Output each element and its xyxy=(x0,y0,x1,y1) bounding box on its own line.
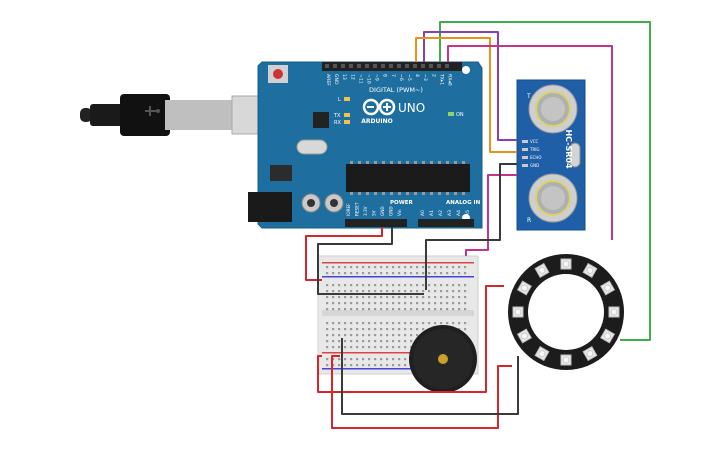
sensor-pin-trig: TRIG xyxy=(529,147,540,152)
analog-pin-label: A5 xyxy=(465,210,471,216)
power-pin-label: IOREF xyxy=(346,203,351,216)
digital-pin-label: ~10 xyxy=(366,74,372,84)
neopixel-led xyxy=(516,328,532,344)
led-l xyxy=(344,97,350,101)
wire-red-ring[interactable] xyxy=(317,285,504,393)
led-tx xyxy=(344,113,350,117)
analog-pin-label: A4 xyxy=(456,210,462,216)
led-rx-label: RX xyxy=(334,120,341,126)
digital-pin-label: ~11 xyxy=(357,74,363,84)
neopixel-led xyxy=(582,262,598,278)
digital-pin-label: 13 xyxy=(341,74,347,80)
digital-pin-label: AREF xyxy=(325,74,331,86)
neopixel-led xyxy=(534,262,550,278)
wire-purple[interactable] xyxy=(423,31,517,141)
wire-black-gnd[interactable] xyxy=(317,227,424,295)
sensor-r-label: R xyxy=(527,217,531,224)
neopixel-led xyxy=(582,346,598,362)
crystal xyxy=(296,139,328,155)
analog-pin-label: A3 xyxy=(447,210,453,216)
on-label: ON xyxy=(456,112,464,118)
sensor-model-label: HC-SR04 xyxy=(564,129,573,169)
sensor-pin-vcc: VCC xyxy=(530,139,539,144)
analog-pin-label: A1 xyxy=(429,210,435,216)
arduino-infinity-logo-icon xyxy=(362,98,396,116)
digital-pin-label: ~3 xyxy=(422,74,428,81)
wire-black-loop[interactable] xyxy=(341,338,519,415)
power-header xyxy=(345,219,407,227)
digital-pin-label: 8 xyxy=(382,74,388,77)
usb-cable-icon xyxy=(80,94,265,136)
digital-pin-label: ~5 xyxy=(406,74,412,81)
digital-pin-label: 7 xyxy=(390,74,396,77)
atmega-chip xyxy=(346,164,470,192)
hc-sr04-sensor[interactable]: T R HC-SR04 VCC TRIG ECHO GND xyxy=(516,79,586,231)
wire-orange[interactable] xyxy=(415,37,517,153)
reset-button-cap[interactable] xyxy=(273,69,283,79)
power-pin-label: Vin xyxy=(397,209,402,216)
power-pin-label: 3.3V xyxy=(363,206,368,216)
wires xyxy=(305,21,651,429)
digital-pin-label: ~6 xyxy=(398,74,404,81)
brand-label: ARDUINO xyxy=(361,118,392,125)
neopixel-led xyxy=(600,280,616,296)
digital-pin-label: 2 xyxy=(430,74,436,77)
power-jack[interactable] xyxy=(248,192,292,222)
buzzer-icon[interactable] xyxy=(409,325,477,393)
neopixel-led xyxy=(512,306,524,318)
wire-red-5v[interactable] xyxy=(305,227,383,281)
led-tx-label: TX xyxy=(333,113,341,119)
neopixel-led xyxy=(516,280,532,296)
sensor-pin-gnd: GND xyxy=(530,163,539,168)
power-pin-label: GND xyxy=(380,206,385,216)
model-label: UNO xyxy=(398,101,425,115)
digital-pin-label: TX▸1 xyxy=(438,73,444,85)
digital-pin-label: RX◂0 xyxy=(447,74,453,86)
digital-pin-label: 4 xyxy=(414,74,420,77)
power-header-label: POWER xyxy=(390,200,414,206)
sensor-pin-echo: ECHO xyxy=(530,155,541,160)
neopixel-led xyxy=(560,354,572,366)
wire-red-loop[interactable] xyxy=(331,355,512,429)
wire-magenta-2[interactable] xyxy=(465,174,517,256)
neopixel-led xyxy=(600,328,616,344)
analog-header xyxy=(418,219,474,227)
usb-chip xyxy=(313,112,329,128)
neopixel-ring-icon[interactable] xyxy=(508,254,624,370)
power-pin-label: RESET xyxy=(355,202,360,216)
led-rx xyxy=(344,120,350,124)
regulator xyxy=(270,165,292,181)
neopixel-led xyxy=(534,346,550,362)
digital-header-label: DIGITAL (PWM~) xyxy=(369,86,423,94)
sensor-t-label: T xyxy=(526,93,531,100)
digital-pin-label: 12 xyxy=(349,74,355,80)
digital-pin-label: ~9 xyxy=(374,74,380,81)
led-l-label: L xyxy=(338,97,341,103)
analog-pin-label: A0 xyxy=(420,210,426,216)
analog-pin-label: A2 xyxy=(438,210,444,216)
wire-black-sensor[interactable] xyxy=(425,163,517,290)
digital-pin-label: GND xyxy=(333,74,339,85)
neopixel-led xyxy=(560,258,572,270)
neopixel-led xyxy=(608,306,620,318)
power-pin-label: 5V xyxy=(372,210,377,216)
wire-magenta[interactable] xyxy=(447,45,613,240)
on-led xyxy=(448,112,454,116)
power-pin-label: GND xyxy=(389,206,394,216)
wire-green[interactable] xyxy=(439,21,651,341)
analog-header-label: ANALOG IN xyxy=(446,200,481,206)
